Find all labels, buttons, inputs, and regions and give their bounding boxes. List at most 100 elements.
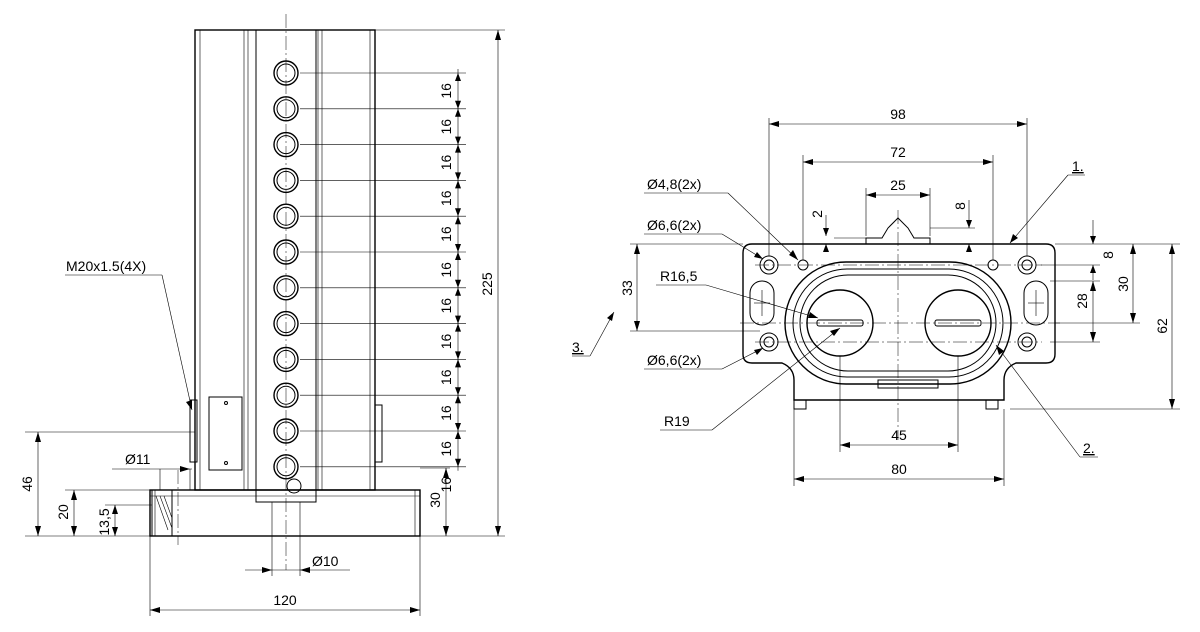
pitch-label: 16: [438, 369, 454, 385]
pitch-arrow: [455, 287, 461, 296]
port-hole: [273, 346, 299, 373]
port-hole-inner: [276, 421, 296, 441]
dim-72: 72: [890, 144, 906, 160]
port-hole-inner: [276, 314, 296, 334]
pitch-label: 16: [438, 155, 454, 171]
port-hole-inner: [276, 385, 296, 405]
port-hole: [273, 167, 299, 194]
pitch-label: 16: [438, 441, 454, 457]
port-hole-inner: [276, 135, 296, 155]
pitch-label: 16: [438, 226, 454, 242]
pitch-arrow: [455, 252, 461, 260]
pitch-arrow: [455, 73, 461, 81]
pitch-arrow: [455, 144, 461, 153]
pitch-arrow: [455, 351, 461, 360]
dim-46: 46: [19, 476, 35, 492]
pitch-label: 16: [438, 83, 454, 99]
callout-3: 3.: [572, 339, 584, 355]
main-body-outline: [194, 29, 376, 491]
port-hole: [273, 310, 299, 337]
port-hole-inner: [276, 170, 296, 190]
port-hole: [273, 60, 299, 86]
base-outline: [149, 489, 421, 537]
pitch-arrow: [455, 100, 461, 109]
pitch-arrow: [455, 172, 461, 181]
dim-20: 20: [55, 504, 71, 520]
dim-30-right: 30: [1115, 276, 1131, 292]
pitch-arrow: [455, 108, 461, 117]
side-block-left: [189, 399, 198, 463]
pitch-arrow: [455, 216, 461, 225]
pitch-arrow: [455, 208, 461, 217]
dim-8-right: 8: [1100, 251, 1116, 259]
dim-25: 25: [890, 177, 906, 193]
port-hole: [273, 239, 299, 265]
pitch-label: 16: [438, 262, 454, 278]
port-hole-inner: [276, 349, 296, 369]
pitch-arrow: [455, 136, 461, 145]
dim-45: 45: [891, 427, 907, 443]
pitch-arrow: [455, 315, 461, 324]
dim-dia-6-6-top: Ø6,6(2x): [647, 217, 701, 233]
slot-left: [749, 280, 775, 326]
flange-outline: [742, 243, 1056, 401]
pitch-arrow: [455, 387, 461, 396]
port-hole: [273, 418, 299, 444]
pitch-arrow: [455, 395, 461, 404]
dim-62: 62: [1154, 318, 1170, 334]
top-view: 98 72 25 2 8 8: [572, 106, 1180, 486]
pitch-label: 16: [438, 298, 454, 314]
pitch-arrow: [455, 423, 461, 431]
dim-225: 225: [479, 272, 495, 296]
side-block-right: [374, 404, 383, 463]
pitch-label: 16: [438, 119, 454, 135]
port-hole-inner: [276, 278, 296, 298]
port-hole: [273, 382, 299, 408]
dim-dia-6-6-bottom: Ø6,6(2x): [647, 352, 701, 368]
pitch-arrow: [455, 359, 461, 368]
dim-r-16-5: R16,5: [660, 268, 698, 284]
pitch-arrow: [455, 323, 461, 332]
pitch-arrow: [455, 244, 461, 252]
dim-dia-4-8: Ø4,8(2x): [647, 176, 701, 192]
label-plate: [208, 396, 243, 471]
pitch-arrow: [455, 279, 461, 288]
port-hole: [273, 131, 299, 158]
pitch-label: 16: [438, 405, 454, 421]
port-hole-inner: [276, 457, 296, 477]
dim-13-5: 13,5: [96, 508, 112, 535]
dim-80: 80: [891, 461, 907, 477]
dim-28: 28: [1074, 293, 1090, 309]
pitch-arrow: [455, 458, 461, 467]
bottom-port-circle: [286, 478, 302, 494]
dim-120: 120: [273, 592, 297, 608]
dim-30-left: 30: [427, 492, 443, 508]
central-strip: [255, 29, 317, 503]
port-hole: [273, 275, 299, 301]
dim-dia-10: Ø10: [312, 553, 339, 569]
thread-callout: M20x1.5(4X): [66, 258, 146, 274]
port-hole: [273, 203, 299, 229]
port-hole: [273, 96, 299, 122]
base-port: [151, 489, 173, 537]
callout-2: 2.: [1083, 440, 1095, 456]
port-hole-inner: [276, 206, 296, 226]
port-hole: [273, 454, 299, 480]
callout-1: 1.: [1072, 158, 1084, 174]
hole-column: [273, 60, 299, 480]
pitch-arrow: [455, 431, 461, 439]
port-hole-inner: [276, 242, 296, 262]
dim-33: 33: [619, 280, 635, 296]
port-hole-inner: [276, 63, 296, 83]
dim-8-top: 8: [952, 202, 968, 210]
dim-dia-11: Ø11: [125, 451, 151, 467]
port-hole-inner: [276, 99, 296, 119]
body-stadium-outer: [784, 261, 1012, 385]
dim-98: 98: [890, 106, 906, 122]
pitch-label: 16: [438, 334, 454, 350]
dim-r-19: R19: [664, 413, 690, 429]
pitch-arrow: [455, 180, 461, 189]
slot-right: [1023, 280, 1049, 326]
